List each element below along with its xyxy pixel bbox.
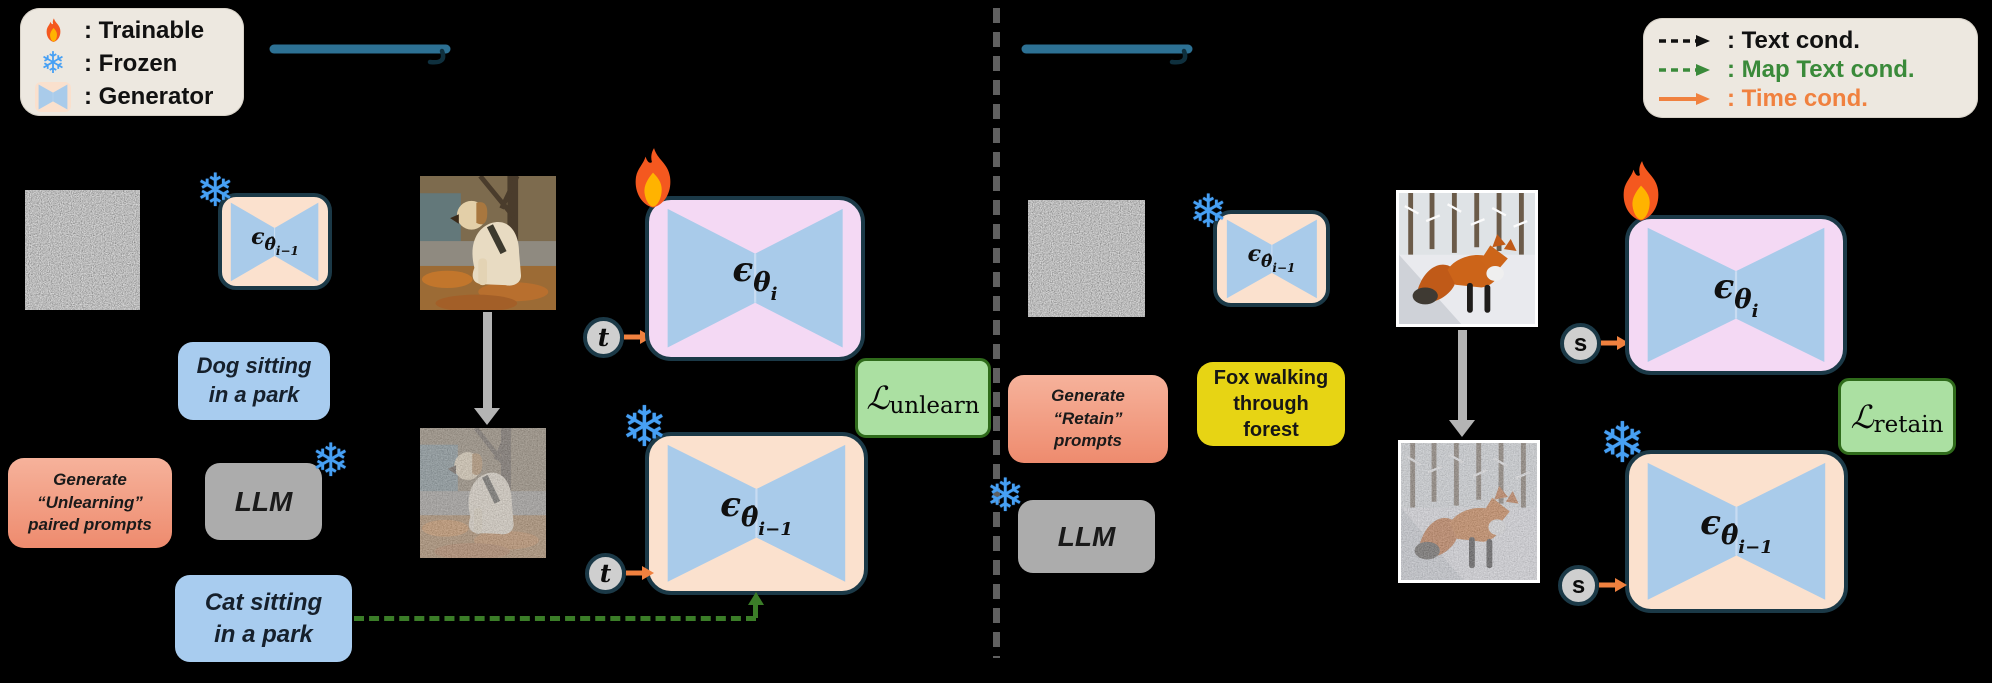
green-dashed-arrow-icon (1657, 63, 1719, 77)
llm-box: LLM ❄ (986, 472, 1155, 573)
trainable-generator: ϵθi (1625, 215, 1847, 375)
legend-item-label: : Trainable (84, 16, 205, 44)
step-token-s: s (1558, 565, 1599, 606)
legend-item-trainable: : Trainable (30, 14, 244, 47)
legend-item-time-cond: : Time cond. (1657, 84, 1978, 113)
loss-subscript: retain (1873, 411, 1944, 438)
generator-label: ϵθ̂i−1 (1247, 241, 1296, 275)
map-text-cond-arrow-head (748, 592, 764, 605)
snowflake-icon: ❄ (40, 46, 66, 81)
frozen-generator-big: ❄ ϵθ̂i−1 (1599, 416, 1848, 613)
time-token-t: t (585, 553, 626, 594)
legend-item-map-text-cond: : Map Text cond. (1657, 55, 1978, 84)
generator-icon (30, 81, 76, 112)
time-cond-arrow (1599, 578, 1627, 592)
black-dashed-arrow-icon (1657, 34, 1719, 48)
noisy-fox-image (1398, 440, 1540, 583)
frozen-generator-big: ❄ ϵθ̂i−1 (621, 400, 868, 595)
loss-subscript: unlearn (889, 393, 980, 419)
snowflake-icon: ❄ (1599, 411, 1646, 476)
generator-label: ϵθi (1713, 266, 1759, 322)
legend-item-text-cond: : Text cond. (1657, 26, 1978, 55)
prompt-box-fox: Fox walking through forest (1197, 362, 1345, 446)
orange-solid-arrow-icon (1657, 92, 1719, 106)
legend-conditioning-arrows: : Text cond. : Map Text cond. : Time con… (1643, 18, 1978, 118)
fire-icon (30, 16, 76, 46)
map-text-cond-arrow-vertical (753, 601, 758, 618)
snowflake-icon: ❄ (196, 163, 235, 217)
llm-box: LLM ❄ (205, 437, 350, 540)
time-cond-arrow (626, 566, 654, 580)
title-underline-right (1021, 44, 1193, 65)
loss-symbol: ℒ (866, 379, 890, 417)
generator-label: ϵθ̂i−1 (1700, 503, 1773, 558)
prompt-box-cat: Cat sitting in a park (175, 575, 352, 662)
snowflake-icon: ❄ (986, 468, 1025, 522)
map-text-cond-arrow-horizontal (354, 616, 756, 621)
legend-trainable-frozen-generator: : Trainable ❄ : Frozen : Generator (20, 8, 244, 116)
frozen-generator-small: ❄ ϵθ̂i−1 (196, 167, 332, 290)
noise-image (1028, 200, 1145, 317)
legend-item-frozen: ❄ : Frozen (30, 46, 244, 81)
llm-label: LLM (1057, 520, 1116, 552)
generator-label: ϵθi (732, 250, 778, 305)
dog-image (420, 176, 556, 310)
snowflake-icon: ❄ (1189, 184, 1228, 238)
diffusion-arrow-shaft (483, 312, 492, 410)
loss-symbol: ℒ (1850, 397, 1874, 436)
time-cond-arrow (1601, 336, 1629, 350)
panel-divider (993, 8, 1000, 658)
time-token-t: t (583, 317, 624, 358)
snowflake-icon: ❄ (311, 433, 350, 487)
generator-label: ϵθ̂i−1 (720, 485, 793, 540)
generate-retain-prompts-box: Generate “Retain” prompts (1008, 375, 1168, 463)
generator-label: ϵθ̂i−1 (251, 224, 299, 258)
legend-item-label: : Map Text cond. (1727, 55, 1915, 83)
fox-image (1396, 190, 1538, 327)
diffusion-arrow-head (474, 408, 500, 425)
legend-item-label: : Time cond. (1727, 84, 1868, 112)
diffusion-arrow-shaft (1458, 330, 1467, 422)
legend-item-label: : Text cond. (1727, 26, 1860, 54)
diffusion-arrow-head (1449, 420, 1475, 437)
fire-icon (619, 144, 687, 216)
legend-item-label: : Frozen (84, 49, 178, 77)
title-underline-left (269, 44, 451, 65)
snowflake-icon: ❄ (621, 395, 668, 460)
noise-image (25, 190, 140, 310)
frozen-generator-small: ❄ ϵθ̂i−1 (1189, 188, 1330, 307)
noisy-dog-image (420, 428, 546, 558)
fire-icon (1607, 157, 1675, 229)
step-token-s: s (1560, 323, 1601, 364)
legend-item-label: : Generator (84, 82, 214, 110)
trainable-generator: ϵθi (645, 196, 865, 361)
generate-unlearning-prompts-box: Generate “Unlearning” paired prompts (8, 458, 172, 548)
legend-item-generator: : Generator (30, 80, 244, 113)
prompt-box-dog: Dog sitting in a park (178, 342, 330, 420)
llm-label: LLM (234, 485, 293, 517)
